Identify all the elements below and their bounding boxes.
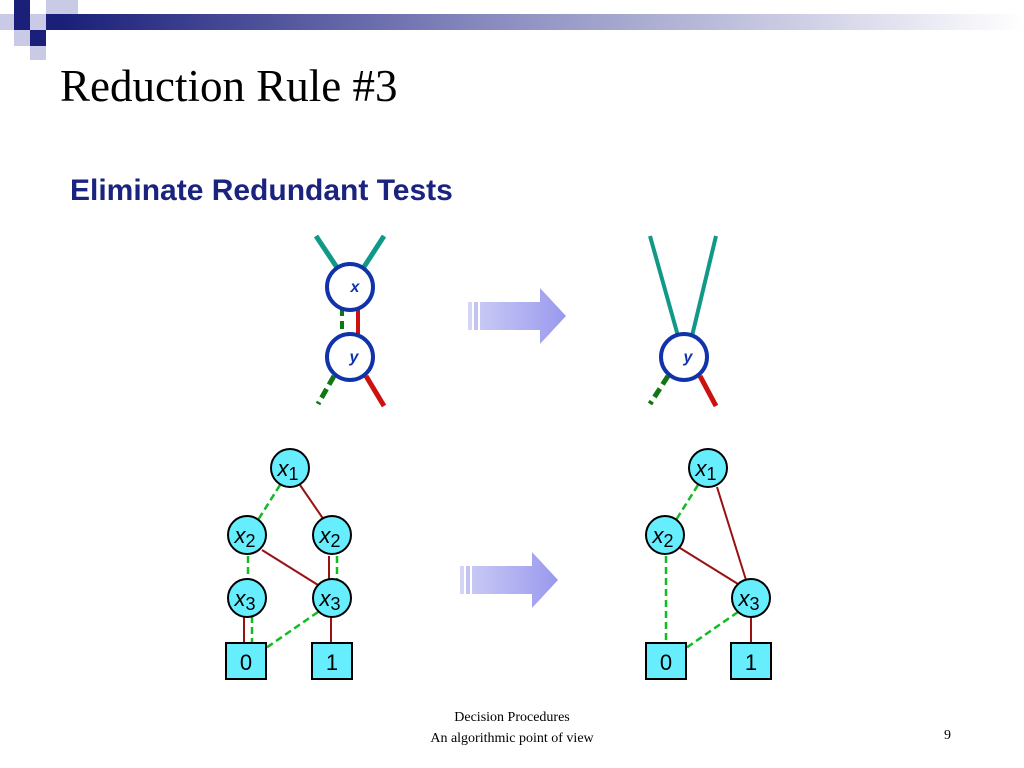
terminal-label: 0 xyxy=(240,650,252,675)
slide-subtitle: Eliminate Redundant Tests xyxy=(70,174,453,207)
high-edge xyxy=(299,484,325,521)
node-index: 3 xyxy=(245,594,255,614)
node-y-label: y xyxy=(683,349,694,366)
bdd-node-x3: x3 xyxy=(227,578,267,618)
node-var: x xyxy=(737,586,750,611)
rule-before-diagram: x y xyxy=(313,234,387,408)
terminal-node-0: 0 xyxy=(645,642,687,680)
node-var: x xyxy=(233,586,246,611)
high-edge xyxy=(697,374,719,408)
node-y xyxy=(325,332,375,382)
low-edge xyxy=(647,374,671,406)
svg-text:x3: x3 xyxy=(737,586,759,614)
node-index: 2 xyxy=(330,531,340,551)
deco-square xyxy=(14,14,30,30)
node-var: x xyxy=(276,456,289,481)
bdd-after-diagram: x1 x2 x3 0 1 xyxy=(645,448,772,680)
node-y xyxy=(659,332,709,382)
node-index: 2 xyxy=(663,531,673,551)
node-x xyxy=(325,262,375,312)
deco-square xyxy=(62,0,78,14)
node-var: x xyxy=(318,523,331,548)
node-var: x xyxy=(318,586,331,611)
bdd-node-x2: x2 xyxy=(312,515,352,555)
high-edge xyxy=(679,547,739,585)
svg-text:x1: x1 xyxy=(694,456,716,484)
node-index: 2 xyxy=(245,531,255,551)
slide-decoration xyxy=(0,0,1024,60)
terminal-node-0: 0 xyxy=(225,642,267,680)
svg-text:x3: x3 xyxy=(233,586,255,614)
header-gradient-bar xyxy=(62,14,1024,30)
deco-square xyxy=(46,0,62,14)
node-index: 1 xyxy=(288,464,298,484)
rule-after-diagram: y xyxy=(647,235,719,408)
page-number: 9 xyxy=(944,728,951,743)
node-index: 1 xyxy=(706,464,716,484)
svg-text:x1: x1 xyxy=(276,456,298,484)
terminal-node-1: 1 xyxy=(311,642,353,680)
low-edge xyxy=(265,610,319,650)
diagram-canvas: x y y x1 x2 xyxy=(225,234,772,680)
bdd-node-x2: x2 xyxy=(645,515,685,555)
bdd-node-x1: x1 xyxy=(270,448,310,488)
deco-square xyxy=(30,46,46,60)
transform-arrow-icon xyxy=(468,288,566,344)
low-edge xyxy=(256,484,282,521)
footer-line-1: Decision Procedures xyxy=(454,710,570,725)
terminal-label: 0 xyxy=(660,650,672,675)
deco-square xyxy=(0,14,14,30)
low-edge xyxy=(315,374,337,406)
node-y-label: y xyxy=(349,349,360,366)
bdd-node-x3: x3 xyxy=(731,578,771,618)
slide-title: Reduction Rule #3 xyxy=(60,61,398,111)
terminal-node-1: 1 xyxy=(730,642,772,680)
transform-arrow-icon xyxy=(460,552,558,608)
node-var: x xyxy=(651,523,664,548)
footer-line-2: An algorithmic point of view xyxy=(430,731,594,746)
node-index: 3 xyxy=(749,594,759,614)
svg-text:x2: x2 xyxy=(318,523,340,551)
deco-square xyxy=(14,0,30,14)
node-var: x xyxy=(694,456,707,481)
terminal-label: 1 xyxy=(745,650,757,675)
incoming-edge xyxy=(648,235,680,337)
bdd-node-x2: x2 xyxy=(227,515,267,555)
bdd-node-x3: x3 xyxy=(312,578,352,618)
bdd-node-x1: x1 xyxy=(688,448,728,488)
bdd-before-diagram: x1 x2 x2 x3 x3 0 1 xyxy=(225,448,353,680)
terminal-label: 1 xyxy=(326,650,338,675)
svg-text:x3: x3 xyxy=(318,586,340,614)
high-edge xyxy=(261,549,319,586)
deco-square xyxy=(14,30,30,46)
node-var: x xyxy=(233,523,246,548)
incoming-edge xyxy=(359,234,387,272)
slide-footer: Decision Procedures An algorithmic point… xyxy=(380,707,644,749)
node-index: 3 xyxy=(330,594,340,614)
high-edge xyxy=(716,486,747,581)
deco-square xyxy=(30,14,46,30)
incoming-edge xyxy=(313,234,343,274)
svg-text:x2: x2 xyxy=(651,523,673,551)
incoming-edge xyxy=(690,235,718,337)
low-edge xyxy=(674,484,700,521)
deco-square xyxy=(30,30,46,46)
node-x-label: x xyxy=(350,279,361,296)
deco-square xyxy=(46,14,62,30)
svg-text:x2: x2 xyxy=(233,523,255,551)
high-edge xyxy=(363,374,387,408)
